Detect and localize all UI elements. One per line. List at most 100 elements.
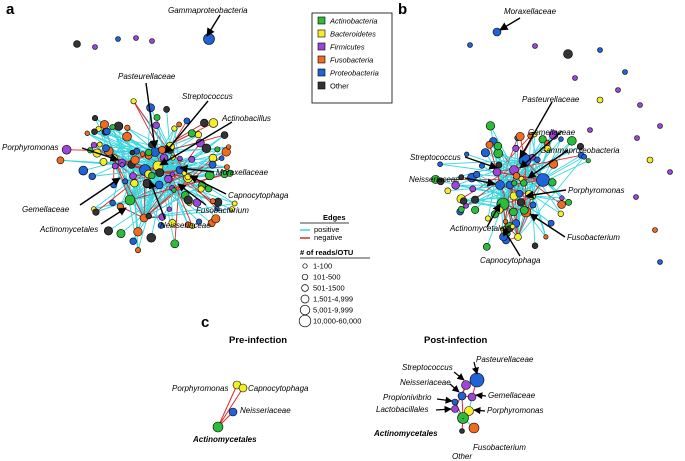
label-a-actinomycetales: Actinomycetales [39, 225, 98, 234]
otu-node [657, 123, 663, 129]
otu-node [457, 206, 465, 213]
otu-node [519, 205, 529, 215]
otu-node [133, 35, 139, 41]
label-a-capnocytophaga: Capnocytophaga [228, 191, 289, 200]
otu-node [146, 233, 156, 243]
otu-node [176, 121, 182, 128]
otu-node [637, 102, 643, 108]
otu-node [183, 195, 193, 205]
edge [163, 157, 193, 227]
edge [440, 163, 498, 173]
otu-node [99, 157, 108, 166]
otu-node [484, 215, 491, 222]
otu-node [493, 148, 504, 159]
label-post-gemellaceae: Gemellaceae [488, 391, 536, 400]
label-pre-neisseriaceae: Neisseriaceae [240, 406, 291, 415]
label-b-pasteurellaceae: Pasteurellaceae [522, 95, 580, 104]
legend-label-fusobacteria: Fusobacteria [330, 56, 373, 65]
otu-node [220, 131, 229, 139]
label-post-propionivibrio: Propionivibrio [383, 393, 432, 402]
otu-node [502, 218, 509, 225]
otu-node [485, 140, 494, 149]
otu-node [510, 223, 516, 230]
edge [87, 132, 159, 167]
otu-node [164, 174, 173, 184]
otu-node [209, 198, 216, 205]
edge [144, 169, 200, 223]
otu-node [129, 237, 137, 245]
otu-node [667, 169, 673, 175]
label-pre-capnocytophaga: Capnocytophaga [248, 384, 309, 393]
otu-node [657, 259, 663, 265]
otu-node [133, 227, 143, 237]
otu-node [529, 201, 537, 209]
otu-node [509, 207, 518, 217]
otu-node [184, 173, 191, 181]
edge [440, 159, 526, 165]
label-post-fusobacterium: Fusobacterium [473, 443, 526, 452]
label-a-streptococcus: Streptococcus [182, 92, 233, 101]
edge [143, 169, 181, 219]
otu-node [109, 199, 116, 207]
label-b-porphyromonas: Porphyromonas [568, 186, 624, 195]
edge [113, 157, 189, 179]
otu-node [633, 194, 639, 200]
otu-node [451, 181, 460, 190]
legend-swatch-fusobacteria [317, 55, 326, 64]
otu-node [543, 234, 549, 240]
otu-node [511, 180, 518, 187]
otu-node [492, 27, 502, 37]
otu-node [587, 127, 593, 133]
otu-node [100, 120, 109, 129]
label-b-capnocytophaga: Capnocytophaga [480, 256, 541, 265]
otu-node [208, 118, 219, 128]
otu-node [130, 98, 137, 105]
otu-node [148, 141, 155, 149]
label-post-lactobacillales: Lactobacillales [376, 405, 428, 414]
edge [513, 140, 573, 197]
otu-node [436, 177, 445, 186]
edge [531, 195, 562, 199]
otu-node [124, 194, 136, 206]
otu-node [464, 151, 470, 157]
edge [517, 179, 544, 238]
otu-node [224, 164, 230, 170]
reads-label-1: 101-500 [313, 273, 341, 282]
otu-node [572, 75, 578, 81]
otu-node [538, 135, 547, 144]
otu-node [119, 162, 125, 168]
otu-node [471, 195, 480, 204]
otu-node [226, 169, 234, 177]
otu-node [56, 156, 65, 165]
reads-label-5: 10,000-60,000 [313, 317, 361, 326]
otu-node [536, 173, 550, 187]
otu-node [214, 206, 220, 212]
otu-node [96, 141, 103, 148]
otu-node [194, 131, 202, 139]
otu-node [473, 170, 481, 179]
otu-node [78, 165, 89, 176]
otu-node [437, 161, 443, 167]
edge [440, 159, 526, 182]
edge [217, 384, 238, 428]
label-b-actinomycetales: Actinomycetales [449, 224, 508, 233]
otu-node [124, 124, 131, 131]
otu-node [585, 158, 591, 164]
otu-node [113, 121, 124, 131]
edge [113, 157, 145, 219]
otu-node [92, 44, 98, 50]
otu-node [168, 219, 177, 227]
otu-node [197, 185, 205, 193]
label-a-pasteurellaceae: Pasteurellaceae [118, 72, 176, 81]
otu-node [622, 69, 628, 75]
negative-edge-label: negative [314, 233, 342, 242]
label-a-moraxellaceae: Moraxellaceae [216, 168, 269, 177]
otu-node [520, 179, 528, 187]
otu-node [183, 117, 191, 125]
edge [174, 169, 181, 244]
otu-node [565, 198, 573, 206]
label-post-porphyromonas: Porphyromonas [487, 406, 543, 415]
otu-node [171, 187, 177, 193]
label-a-actinobacillus: Actinobacillus [221, 114, 271, 123]
otu-node [652, 227, 658, 233]
